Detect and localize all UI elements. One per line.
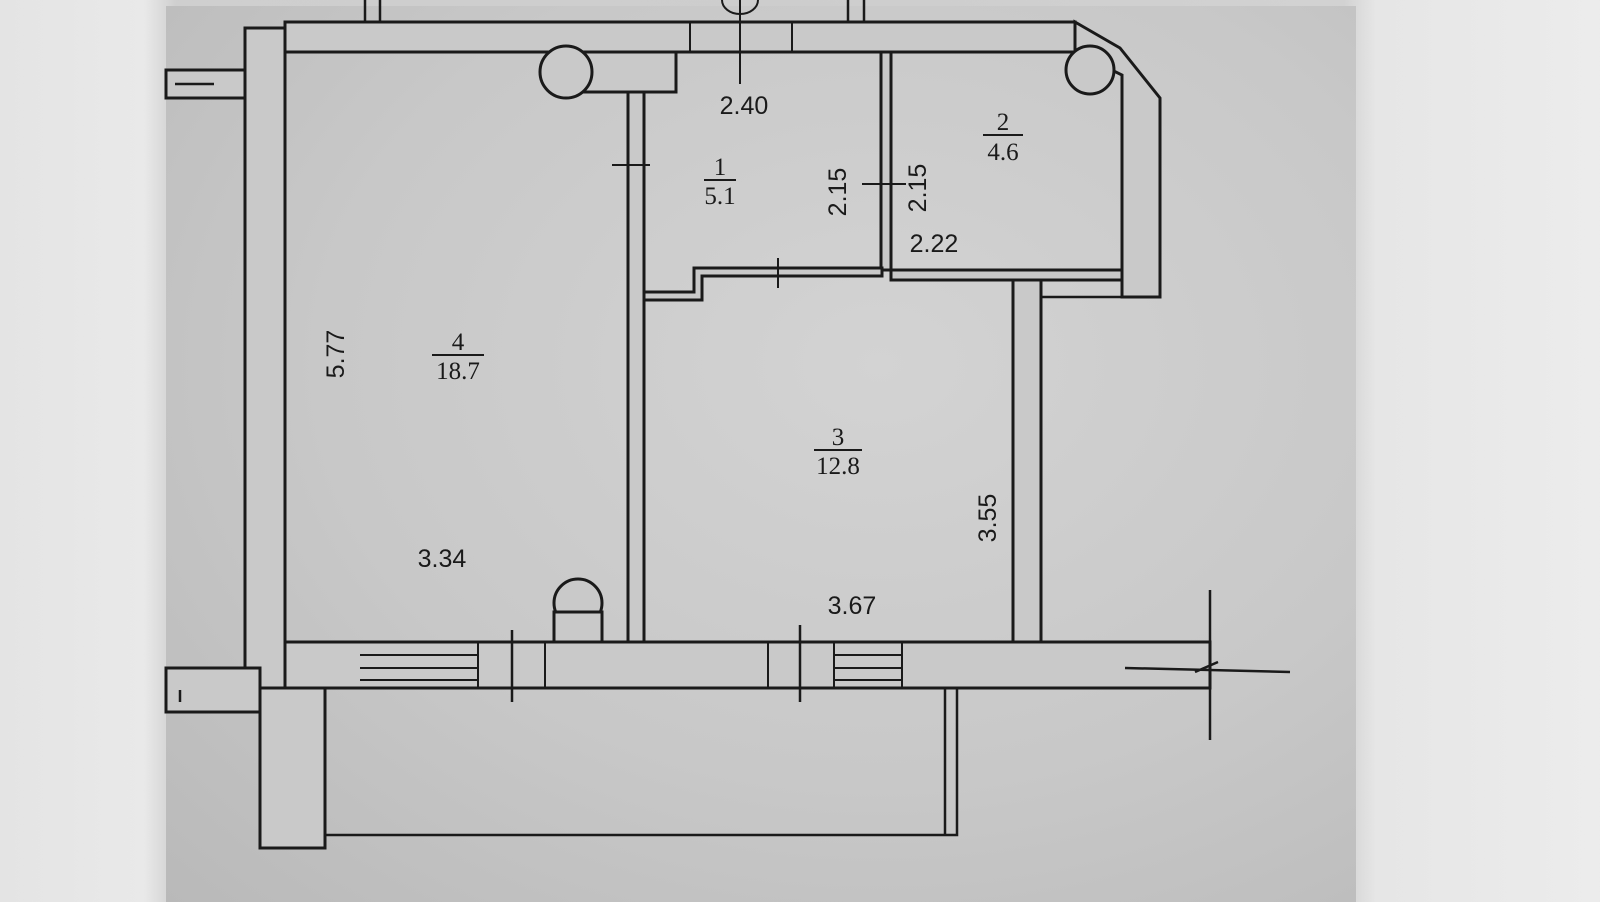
partition-bottom-room1 (642, 266, 884, 302)
wall-left (243, 26, 287, 710)
dim-room2-height: 2.15 (904, 164, 932, 213)
room-label-1: 1 5.1 (704, 154, 736, 210)
partition-room1-room2 (879, 50, 893, 272)
room-number: 2 (997, 109, 1010, 136)
dim-room4-height: 5.77 (322, 330, 350, 379)
dim-room2-width: 2.22 (910, 230, 959, 258)
room-area: 5.1 (704, 183, 735, 210)
room-area: 12.8 (816, 453, 860, 480)
room-label-2: 2 4.6 (983, 109, 1023, 166)
dim-room1-width: 2.40 (720, 92, 769, 120)
partition-bottom-room2 (889, 268, 1124, 282)
wall-stub-left-bottom (164, 666, 262, 714)
room-area: 4.6 (987, 139, 1018, 166)
balcony-wall-left (258, 686, 327, 850)
wall-right-room3 (1011, 270, 1043, 646)
break-line (1124, 590, 1291, 740)
room-number: 1 (714, 154, 727, 181)
window-room3 (767, 625, 903, 702)
column-top-left (538, 44, 594, 100)
dim-room1-height: 2.15 (824, 168, 852, 217)
dim-room3-width: 3.67 (828, 592, 877, 620)
room-label-3: 3 12.8 (814, 424, 862, 480)
column-base (552, 610, 604, 644)
dim-room3-height: 3.55 (974, 494, 1002, 543)
window-room4 (360, 630, 546, 702)
dim-room4-width: 3.34 (418, 545, 467, 573)
wall-bottom (283, 640, 1212, 690)
balcony-outline (323, 688, 959, 837)
room-label-4: 4 18.7 (432, 329, 484, 385)
wall-top (283, 20, 1077, 54)
partition-room4 (626, 90, 646, 644)
room-number: 3 (832, 424, 845, 451)
room-area: 18.7 (436, 358, 480, 385)
column-top-right (1064, 44, 1116, 96)
room-number: 4 (452, 329, 465, 356)
